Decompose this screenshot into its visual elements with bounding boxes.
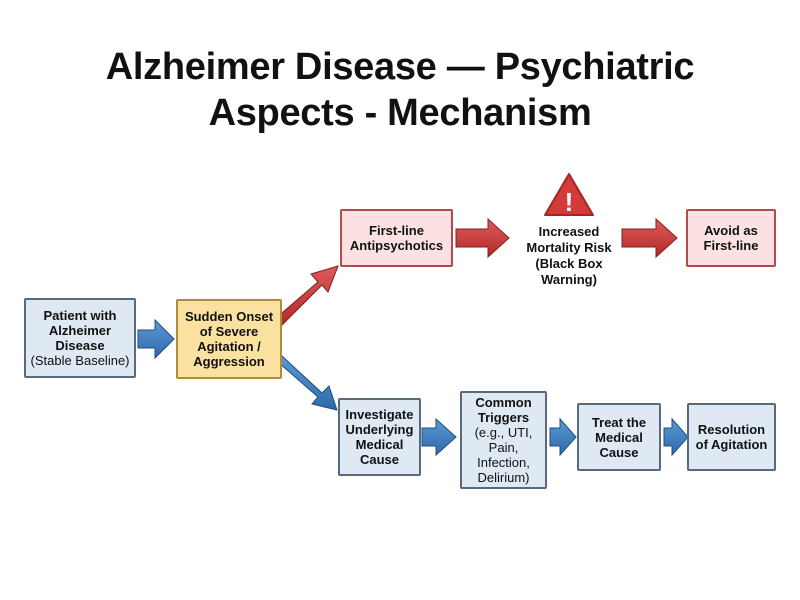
node-avoid-line-2: First-line — [703, 238, 759, 253]
node-triggers-note-2: Pain, — [488, 440, 519, 455]
arrow-treat-to-resolution — [663, 417, 689, 457]
node-triggers-note-3: Infection, — [477, 455, 530, 470]
node-triggers-note-1: (e.g., UTI, — [474, 425, 533, 440]
node-patient-line-1: Patient with — [43, 308, 117, 323]
arrow-investigate-to-triggers — [421, 417, 457, 457]
node-patient-note: (Stable Baseline) — [30, 353, 130, 368]
node-triggers-line-1: Common — [475, 395, 532, 410]
node-onset-line-3: Agitation / — [197, 339, 261, 354]
arrow-patient-to-onset — [137, 318, 175, 360]
node-onset: Sudden Onset of Severe Agitation / Aggre… — [176, 299, 282, 379]
node-avoid-line-1: Avoid as — [704, 223, 758, 238]
node-resolution-line-1: Resolution — [697, 422, 766, 437]
node-investigate-line-3: Medical — [355, 437, 404, 452]
arrow-onset-to-antipsychotics — [275, 265, 339, 326]
node-mortality-line-2: Mortality Risk — [526, 240, 612, 255]
node-onset-line-2: of Severe — [199, 324, 259, 339]
node-triggers-line-2: Triggers — [477, 410, 530, 425]
node-onset-line-4: Aggression — [193, 354, 265, 369]
node-patient-line-3: Disease — [55, 338, 105, 353]
node-mortality-line-3: (Black Box — [535, 256, 603, 271]
node-patient: Patient with Alzheimer Disease (Stable B… — [24, 298, 136, 378]
node-treat-line-1: Treat the — [591, 414, 647, 430]
node-investigate-line-2: Underlying — [345, 422, 414, 437]
arrow-mortality-to-avoid — [621, 217, 678, 259]
title-line-2: Aspects - Mechanism — [208, 92, 592, 134]
node-treat-line-3: Cause — [599, 444, 639, 460]
node-investigate-line-4: Cause — [359, 452, 399, 467]
node-onset-line-1: Sudden Onset — [184, 309, 274, 324]
node-treat: Treat the Medical Cause — [577, 403, 661, 471]
warning-triangle-icon: ! — [544, 173, 594, 217]
node-patient-line-2: Alzheimer — [48, 323, 112, 338]
node-antipsychotics-line-2: Antipsychotics — [349, 238, 444, 253]
page-title: Alzheimer Disease — Psychiatric Aspects … — [0, 44, 800, 136]
node-resolution-line-2: of Agitation — [695, 437, 768, 452]
warning-glyph: ! — [565, 187, 574, 217]
arrow-onset-to-investigate — [277, 355, 338, 411]
node-triggers: Common Triggers (e.g., UTI, Pain, Infect… — [460, 391, 547, 489]
node-investigate-line-1: Investigate — [345, 407, 414, 422]
node-investigate: Investigate Underlying Medical Cause — [338, 398, 421, 476]
node-antipsychotics-line-1: First-line — [369, 223, 424, 238]
node-mortality: Increased Mortality Risk (Black Box Warn… — [507, 224, 631, 288]
arrow-triggers-to-treat — [549, 417, 577, 457]
node-treat-line-2: Medical — [595, 429, 643, 445]
node-triggers-note-4: Delirium) — [477, 470, 530, 485]
node-antipsychotics: First-line Antipsychotics — [340, 209, 453, 267]
title-line-1: Alzheimer Disease — Psychiatric — [105, 46, 695, 88]
node-mortality-line-1: Increased — [538, 224, 600, 239]
node-resolution: Resolution of Agitation — [687, 403, 776, 471]
node-avoid: Avoid as First-line — [686, 209, 776, 267]
node-mortality-line-4: Warning) — [541, 272, 597, 287]
arrow-antipsychotics-to-mortality — [455, 217, 510, 259]
